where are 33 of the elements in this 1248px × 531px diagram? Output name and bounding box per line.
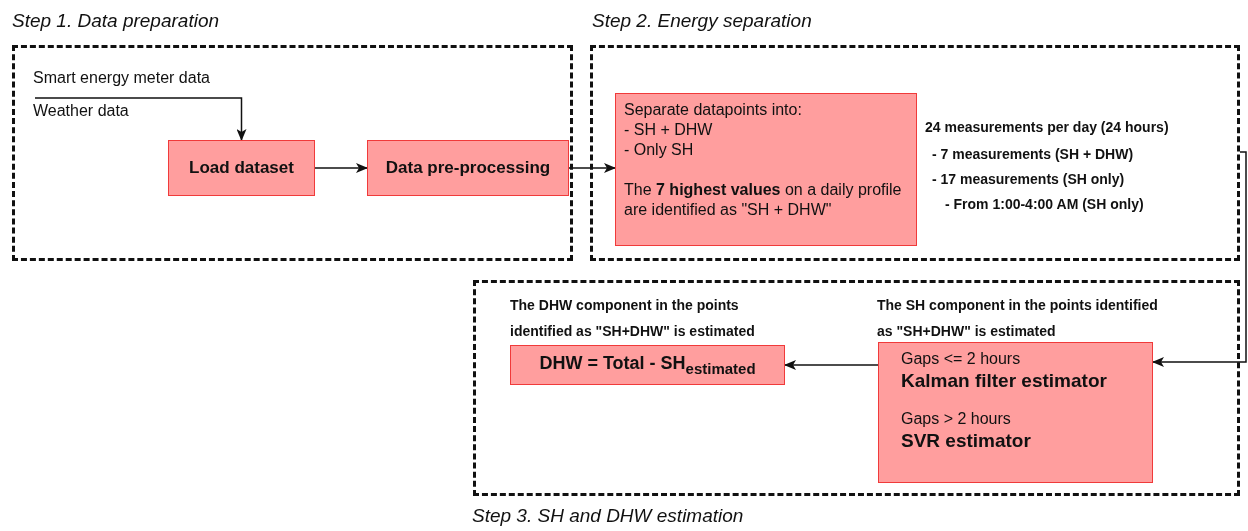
box-text: - Only SH: [624, 140, 695, 160]
arrow: [1152, 151, 1247, 367]
box-text: DHW = Total - SH$_{estimated}$: [539, 351, 756, 379]
step-description: The SH component in the points identified as "SH+DHW" is estimated: [877, 296, 1159, 341]
process-box: [168, 140, 315, 196]
process-box: [878, 342, 1153, 483]
box-text: Data pre-processing: [385, 157, 551, 179]
process-box: [510, 345, 785, 385]
step-heading: Step 3. SH and DHW estimation: [472, 505, 744, 527]
arrow: [34, 97, 247, 141]
input-label: Smart energy meter data: [33, 68, 211, 88]
box-text: - SH + DHW: [624, 120, 714, 140]
step-heading: Step 1. Data preparation: [12, 10, 220, 32]
step-heading: Step 2. Energy separation: [592, 10, 812, 32]
box-text: Gaps > 2 hours: [901, 408, 1012, 429]
dashed-frame: [590, 45, 1240, 261]
box-text: Separate datapoints into:: [624, 100, 803, 120]
arrow: [784, 360, 879, 370]
input-label: Weather data: [33, 101, 130, 121]
box-text: Kalman filter estimator: [901, 369, 1108, 393]
box-text: Load dataset: [189, 157, 294, 179]
process-box: [615, 93, 917, 246]
dashed-frame: [473, 280, 1240, 496]
step-description: The DHW component in the points identified as "SH+DHW" is estimated: [510, 296, 756, 341]
arrow: [314, 163, 368, 173]
measurement-note: - From 1:00-4:00 AM (SH only): [945, 196, 1144, 212]
box-text: SVR estimator: [901, 428, 1032, 453]
process-box: [367, 140, 569, 196]
measurement-note: - 7 measurements (SH + DHW): [932, 146, 1134, 162]
box-text: Gaps <= 2 hours: [901, 349, 1022, 369]
dashed-frame: [12, 45, 573, 261]
box-text: The 7 highest values on a daily profile are identified as "SH + DHW": [624, 180, 903, 220]
measurement-note: - 17 measurements (SH only): [932, 171, 1125, 187]
